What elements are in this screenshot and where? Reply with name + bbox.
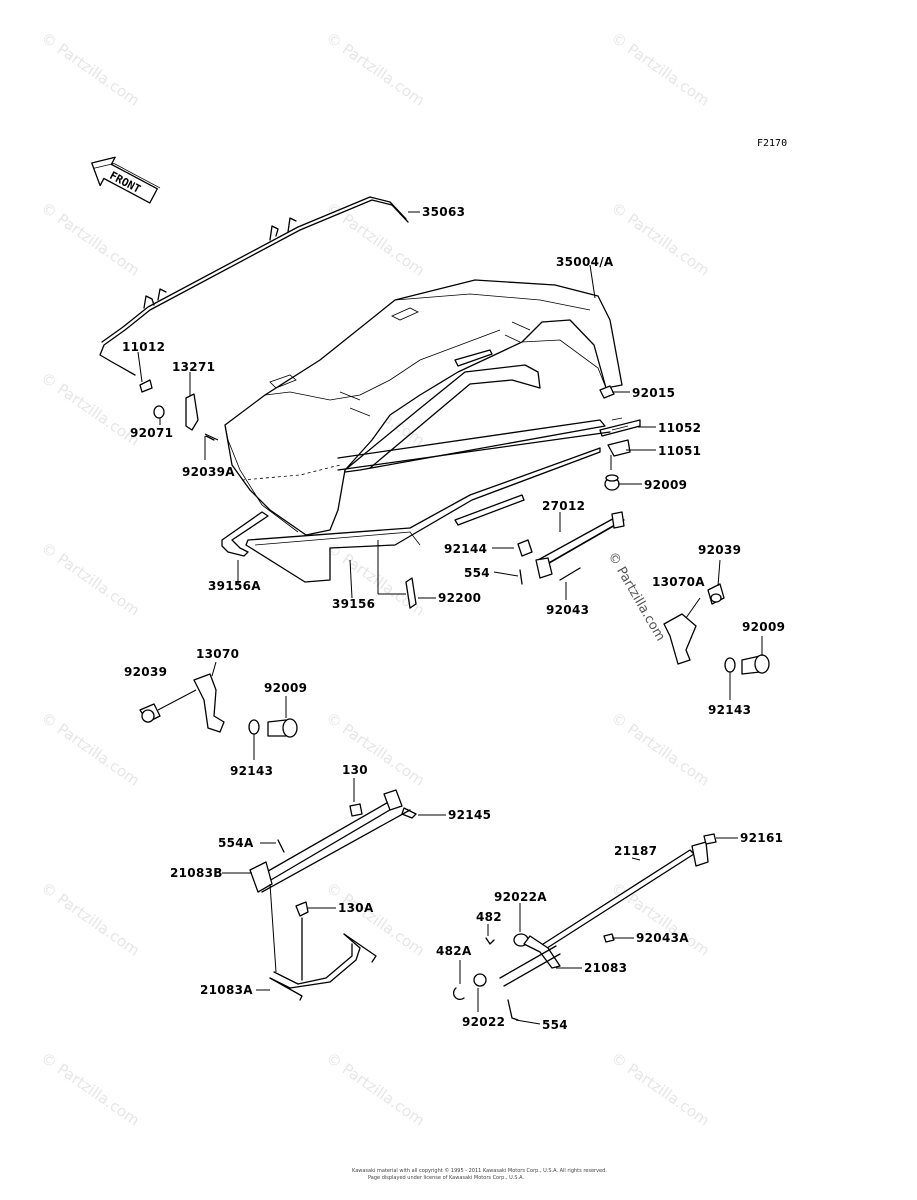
part-label-92200: 92200 xyxy=(438,591,481,605)
cover-35004A xyxy=(224,279,623,536)
watermark: © Partzilla.com xyxy=(38,709,143,790)
footer: Kawasaki material with all copyright © 1… xyxy=(352,1167,607,1181)
rod-35063 xyxy=(99,196,409,376)
watermark: © Partzilla.com xyxy=(38,29,143,110)
watermark: © Partzilla.com xyxy=(608,199,713,280)
part-label-92071: 92071 xyxy=(130,426,173,440)
part-label-92009: 92009 xyxy=(264,681,307,695)
leader-lines xyxy=(137,211,763,1025)
part-label-39156A: 39156A xyxy=(208,579,261,593)
part-label-11051: 11051 xyxy=(658,444,701,458)
footer-copyright: Kawasaki material with all copyright © 1… xyxy=(352,1167,607,1174)
watermark: © Partzilla.com xyxy=(38,369,143,450)
watermark: © Partzilla.com xyxy=(608,879,713,960)
part-label-35063: 35063 xyxy=(422,205,465,219)
part-label-11012: 11012 xyxy=(122,340,165,354)
part-label-13271: 13271 xyxy=(172,360,215,374)
part-label-92039A: 92039A xyxy=(182,465,235,479)
footer-license: Page displayed under license of Kawasaki… xyxy=(368,1175,524,1181)
part-label-92144: 92144 xyxy=(444,542,487,556)
bracket-39156A xyxy=(221,511,269,557)
watermark: © Partzilla.com xyxy=(608,1049,713,1130)
clip-92200 xyxy=(405,577,417,609)
part-label-21083A: 21083A xyxy=(200,983,253,997)
front-arrow-icon: FRONT xyxy=(91,156,161,204)
part-label-92043A: 92043A xyxy=(636,931,689,945)
part-label-482A: 482A xyxy=(436,944,472,958)
part-label-130A: 130A xyxy=(338,901,374,915)
diagram-code: F2170 xyxy=(757,138,787,149)
part-label-92145: 92145 xyxy=(448,808,491,822)
hinge-left xyxy=(139,673,298,738)
tray-39156 xyxy=(245,364,629,583)
watermark: © Partzilla.com xyxy=(323,1049,428,1130)
part-label-92143: 92143 xyxy=(230,764,273,778)
latch-27012 xyxy=(517,511,625,585)
part-label-482: 482 xyxy=(476,910,502,924)
watermark: © Partzilla.com xyxy=(323,879,428,960)
linkage-21083B xyxy=(249,789,417,893)
part-label-92039: 92039 xyxy=(698,543,741,557)
watermark: © Partzilla.com xyxy=(38,199,143,280)
watermark: © Partzilla.com xyxy=(38,1049,143,1130)
part-label-554: 554 xyxy=(542,1018,568,1032)
watermark-dark: © Partzilla.com xyxy=(605,550,668,644)
bracket-21083A xyxy=(269,901,377,1001)
part-label-92022A: 92022A xyxy=(494,890,547,904)
part-label-554A: 554A xyxy=(218,836,254,850)
part-label-92043: 92043 xyxy=(546,603,589,617)
watermark: © Partzilla.com xyxy=(608,709,713,790)
part-label-13070A: 13070A xyxy=(652,575,705,589)
watermark: © Partzilla.com xyxy=(38,539,143,620)
part-label-130: 130 xyxy=(342,763,368,777)
watermark: © Partzilla.com xyxy=(608,29,713,110)
part-label-92143: 92143 xyxy=(708,703,751,717)
watermark: © Partzilla.com xyxy=(38,879,143,960)
part-label-21083: 21083 xyxy=(584,961,627,975)
small-parts-left xyxy=(139,379,219,441)
part-label-92022: 92022 xyxy=(462,1015,505,1029)
watermark: © Partzilla.com xyxy=(323,29,428,110)
part-label-35004A: 35004/A xyxy=(556,255,614,269)
part-labels: 35063 35004/A 11012 13271 92071 92039A 9… xyxy=(122,205,785,1032)
part-label-11052: 11052 xyxy=(658,421,701,435)
part-label-92039: 92039 xyxy=(124,665,167,679)
part-label-13070: 13070 xyxy=(196,647,239,661)
part-label-554: 554 xyxy=(464,566,490,580)
hinge-right xyxy=(663,583,770,675)
part-label-39156: 39156 xyxy=(332,597,375,611)
watermark: © Partzilla.com xyxy=(323,709,428,790)
part-label-92009: 92009 xyxy=(644,478,687,492)
hardware-right-top xyxy=(599,385,641,491)
part-label-92009: 92009 xyxy=(742,620,785,634)
part-label-27012: 27012 xyxy=(542,499,585,513)
rod-21187 xyxy=(452,833,717,1021)
part-label-21083B: 21083B xyxy=(170,866,223,880)
part-label-92015: 92015 xyxy=(632,386,675,400)
part-label-92161: 92161 xyxy=(740,831,783,845)
part-label-21187: 21187 xyxy=(614,844,657,858)
